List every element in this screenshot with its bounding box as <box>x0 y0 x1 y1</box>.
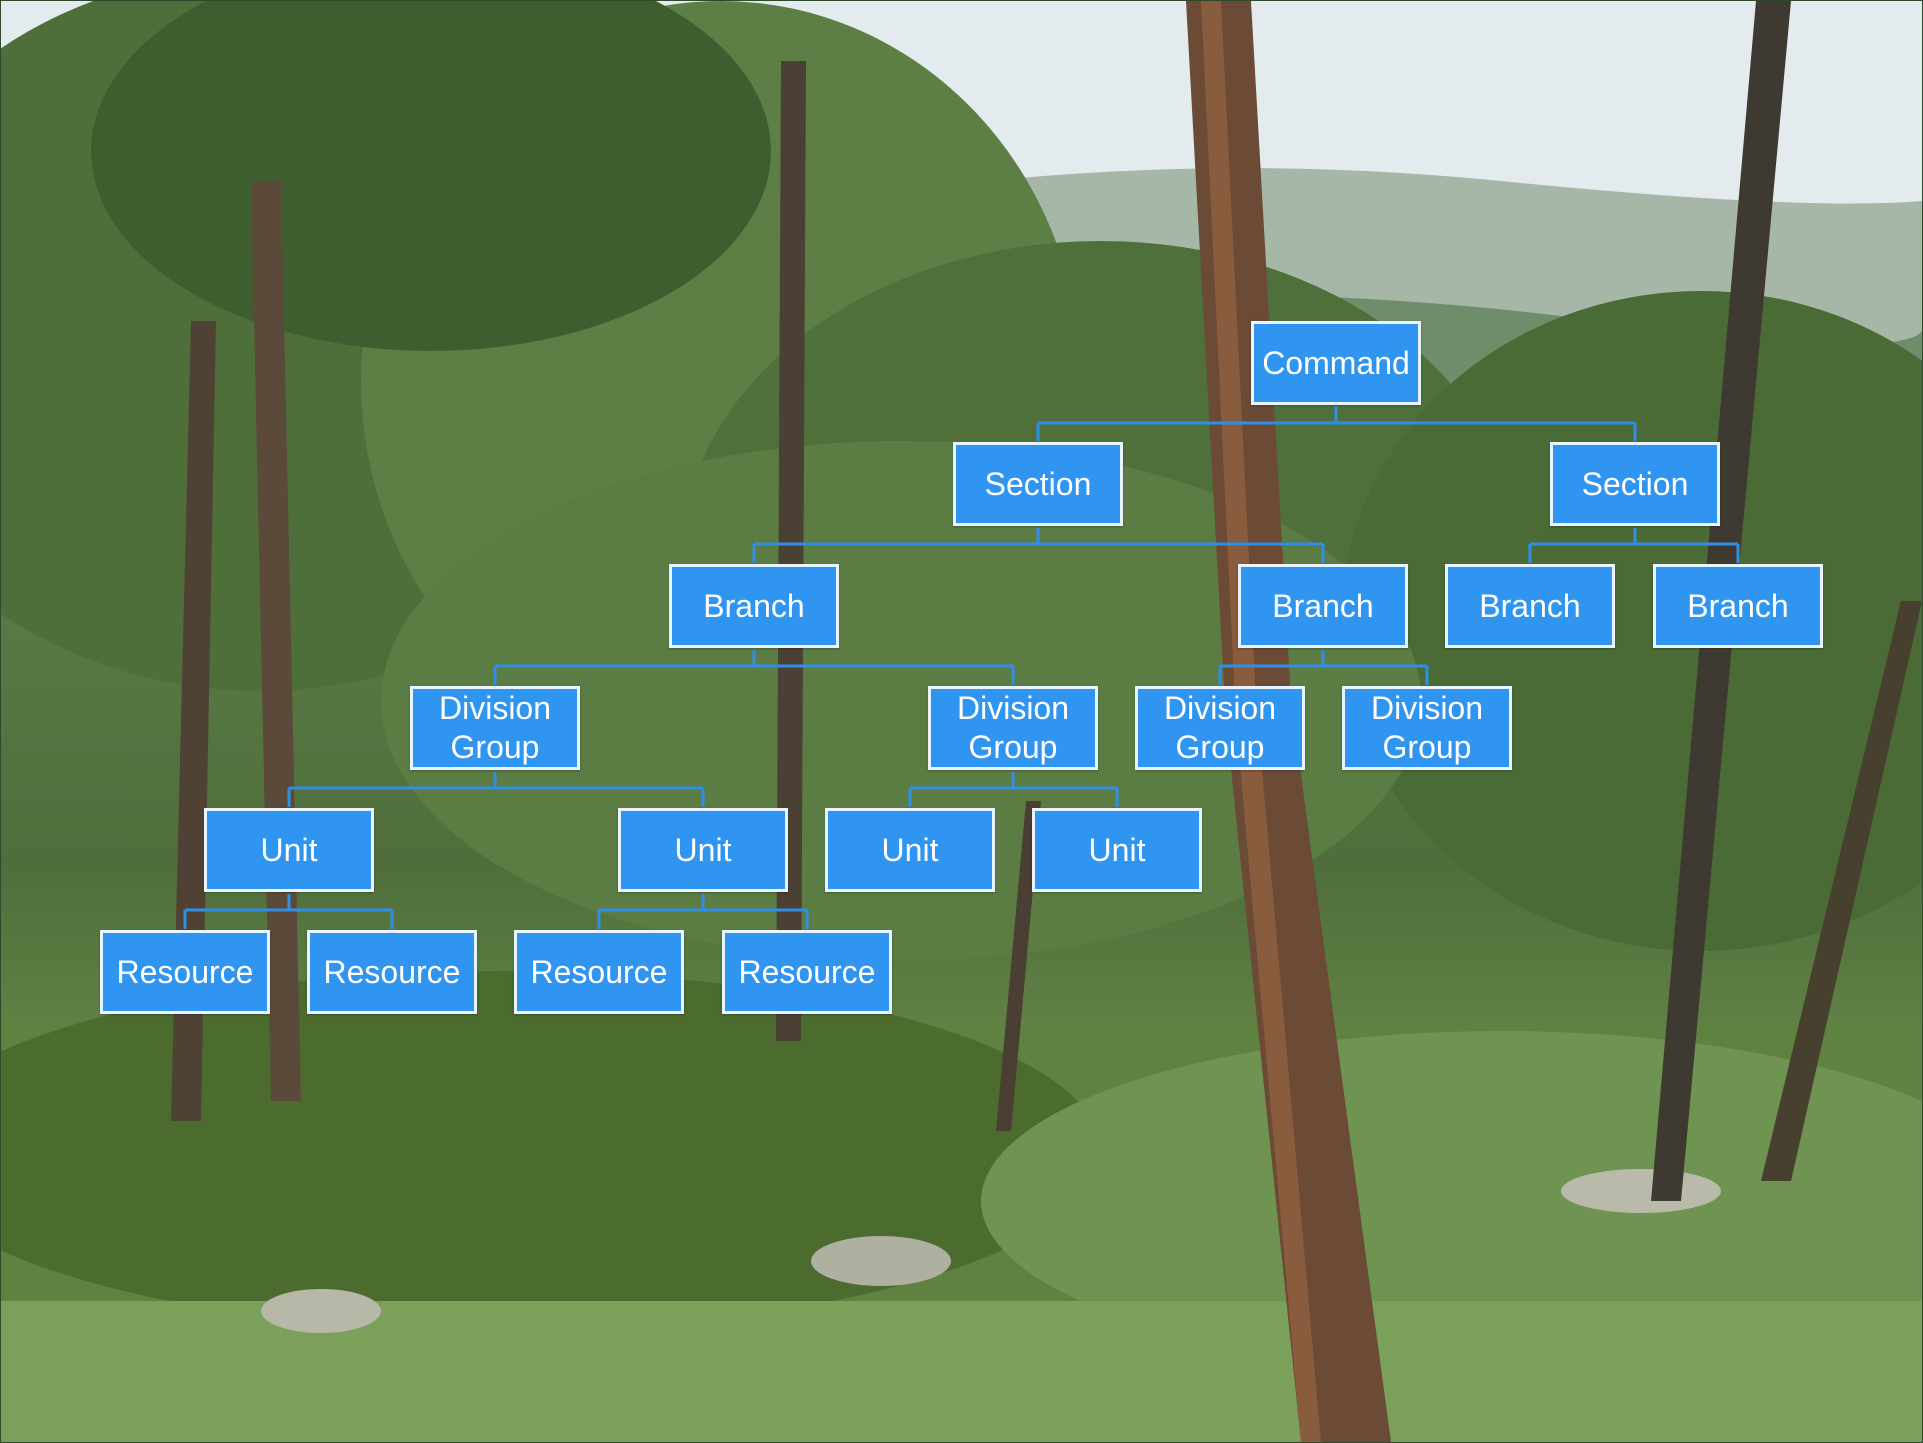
node-unit: Unit <box>1032 808 1202 892</box>
node-label: Unit <box>674 831 732 868</box>
node-resource: Resource <box>100 930 270 1014</box>
node-label-line2: Group <box>1175 729 1265 765</box>
node-unit: Unit <box>618 808 788 892</box>
node-label-line1: Division <box>1370 690 1484 726</box>
node-label: Unit <box>1088 831 1146 868</box>
node-label: Unit <box>260 831 318 868</box>
node-label: Branch <box>1687 587 1789 624</box>
node-label: Branch <box>1272 587 1374 624</box>
node-resource: Resource <box>307 930 477 1014</box>
node-label: Resource <box>530 953 668 990</box>
node-section: Section <box>1550 442 1720 526</box>
node-label: Branch <box>1479 587 1581 624</box>
node-branch: Branch <box>1238 564 1408 648</box>
node-label: Resource <box>738 953 876 990</box>
node-label: Section <box>1581 465 1689 502</box>
node-branch: Branch <box>669 564 839 648</box>
node-label-line1: Division <box>1163 690 1277 726</box>
node-label: Resource <box>116 953 254 990</box>
node-unit: Unit <box>204 808 374 892</box>
node-label-line2: Group <box>1382 729 1472 765</box>
node-label: Unit <box>881 831 939 868</box>
node-resource: Resource <box>722 930 892 1014</box>
node-branch: Branch <box>1445 564 1615 648</box>
node-resource: Resource <box>514 930 684 1014</box>
node-section: Section <box>953 442 1123 526</box>
node-division-group: Division Group <box>928 686 1098 770</box>
node-division-group: Division Group <box>410 686 580 770</box>
node-label: Resource <box>323 953 461 990</box>
node-label-line1: Division <box>438 690 552 726</box>
node-division-group: Division Group <box>1342 686 1512 770</box>
node-label: Command <box>1262 344 1410 381</box>
node-division-group: Division Group <box>1135 686 1305 770</box>
node-unit: Unit <box>825 808 995 892</box>
node-label-line2: Group <box>450 729 540 765</box>
node-label-line1: Division <box>956 690 1070 726</box>
node-command: Command <box>1251 321 1421 405</box>
node-label: Branch <box>703 587 805 624</box>
node-branch: Branch <box>1653 564 1823 648</box>
node-label-line2: Group <box>968 729 1058 765</box>
node-label: Section <box>984 465 1092 502</box>
